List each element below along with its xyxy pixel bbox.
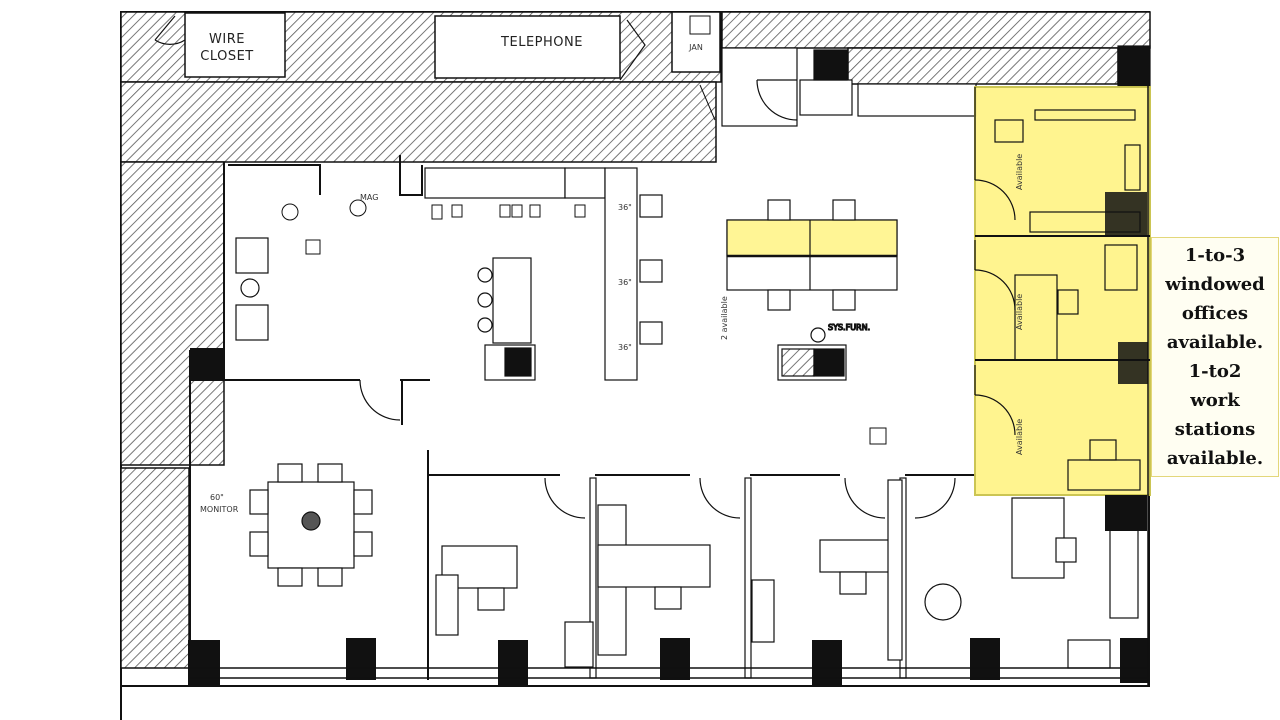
workstation-cluster bbox=[726, 199, 898, 311]
windowed-offices: Available Available Available bbox=[974, 86, 1151, 496]
window-wall bbox=[190, 86, 1149, 686]
outlet-markers bbox=[281, 203, 887, 445]
callout-line-7: stations bbox=[1174, 419, 1256, 440]
callout-line-4: available. bbox=[1166, 332, 1264, 353]
private-offices bbox=[435, 477, 1139, 679]
available-label-1: Available bbox=[1015, 154, 1024, 190]
telephone-room: TELEPHONE bbox=[434, 15, 646, 81]
conference-room bbox=[249, 379, 401, 587]
callout-line-6: work bbox=[1190, 390, 1240, 411]
shelf-tag-2: 36" bbox=[618, 278, 632, 287]
callout-line-3: offices bbox=[1181, 303, 1249, 324]
sys-furn: SYS.FURN. bbox=[777, 322, 871, 381]
callout-line-5: 1-to2 bbox=[1188, 361, 1242, 382]
kitchen bbox=[235, 167, 663, 381]
mag-label: MAG bbox=[360, 193, 378, 202]
mag-marker bbox=[349, 199, 367, 217]
entry-door bbox=[721, 45, 1151, 127]
shelf-tag-3: 36" bbox=[618, 343, 632, 352]
wire-closet-label-2: CLOSET bbox=[200, 49, 254, 64]
available-label-2: Available bbox=[1015, 294, 1024, 330]
sys-furn-label: SYS.FURN. bbox=[828, 323, 870, 332]
callout-line-8: available. bbox=[1166, 448, 1264, 469]
jan-label: JAN bbox=[688, 43, 703, 52]
two-available-label: 2 available bbox=[720, 296, 729, 340]
monitor-label-1: 60" bbox=[210, 493, 224, 502]
available-label-3: Available bbox=[1015, 419, 1024, 455]
shelf-tag-1: 36" bbox=[618, 203, 632, 212]
interior-walls bbox=[189, 155, 975, 680]
wire-closet-label-1: WIRE bbox=[209, 32, 245, 47]
wire-closet: WIRE CLOSET bbox=[154, 12, 286, 78]
monitor-label-2: MONITOR bbox=[200, 505, 239, 514]
callout-line-2: windowed bbox=[1165, 274, 1265, 295]
telephone-label: TELEPHONE bbox=[500, 35, 583, 50]
callout-line-1: 1-to-3 bbox=[1184, 245, 1246, 266]
availability-callout: 1-to-3 windowed offices available. 1-to2… bbox=[1151, 237, 1279, 477]
janitor-room: JAN bbox=[671, 11, 721, 121]
